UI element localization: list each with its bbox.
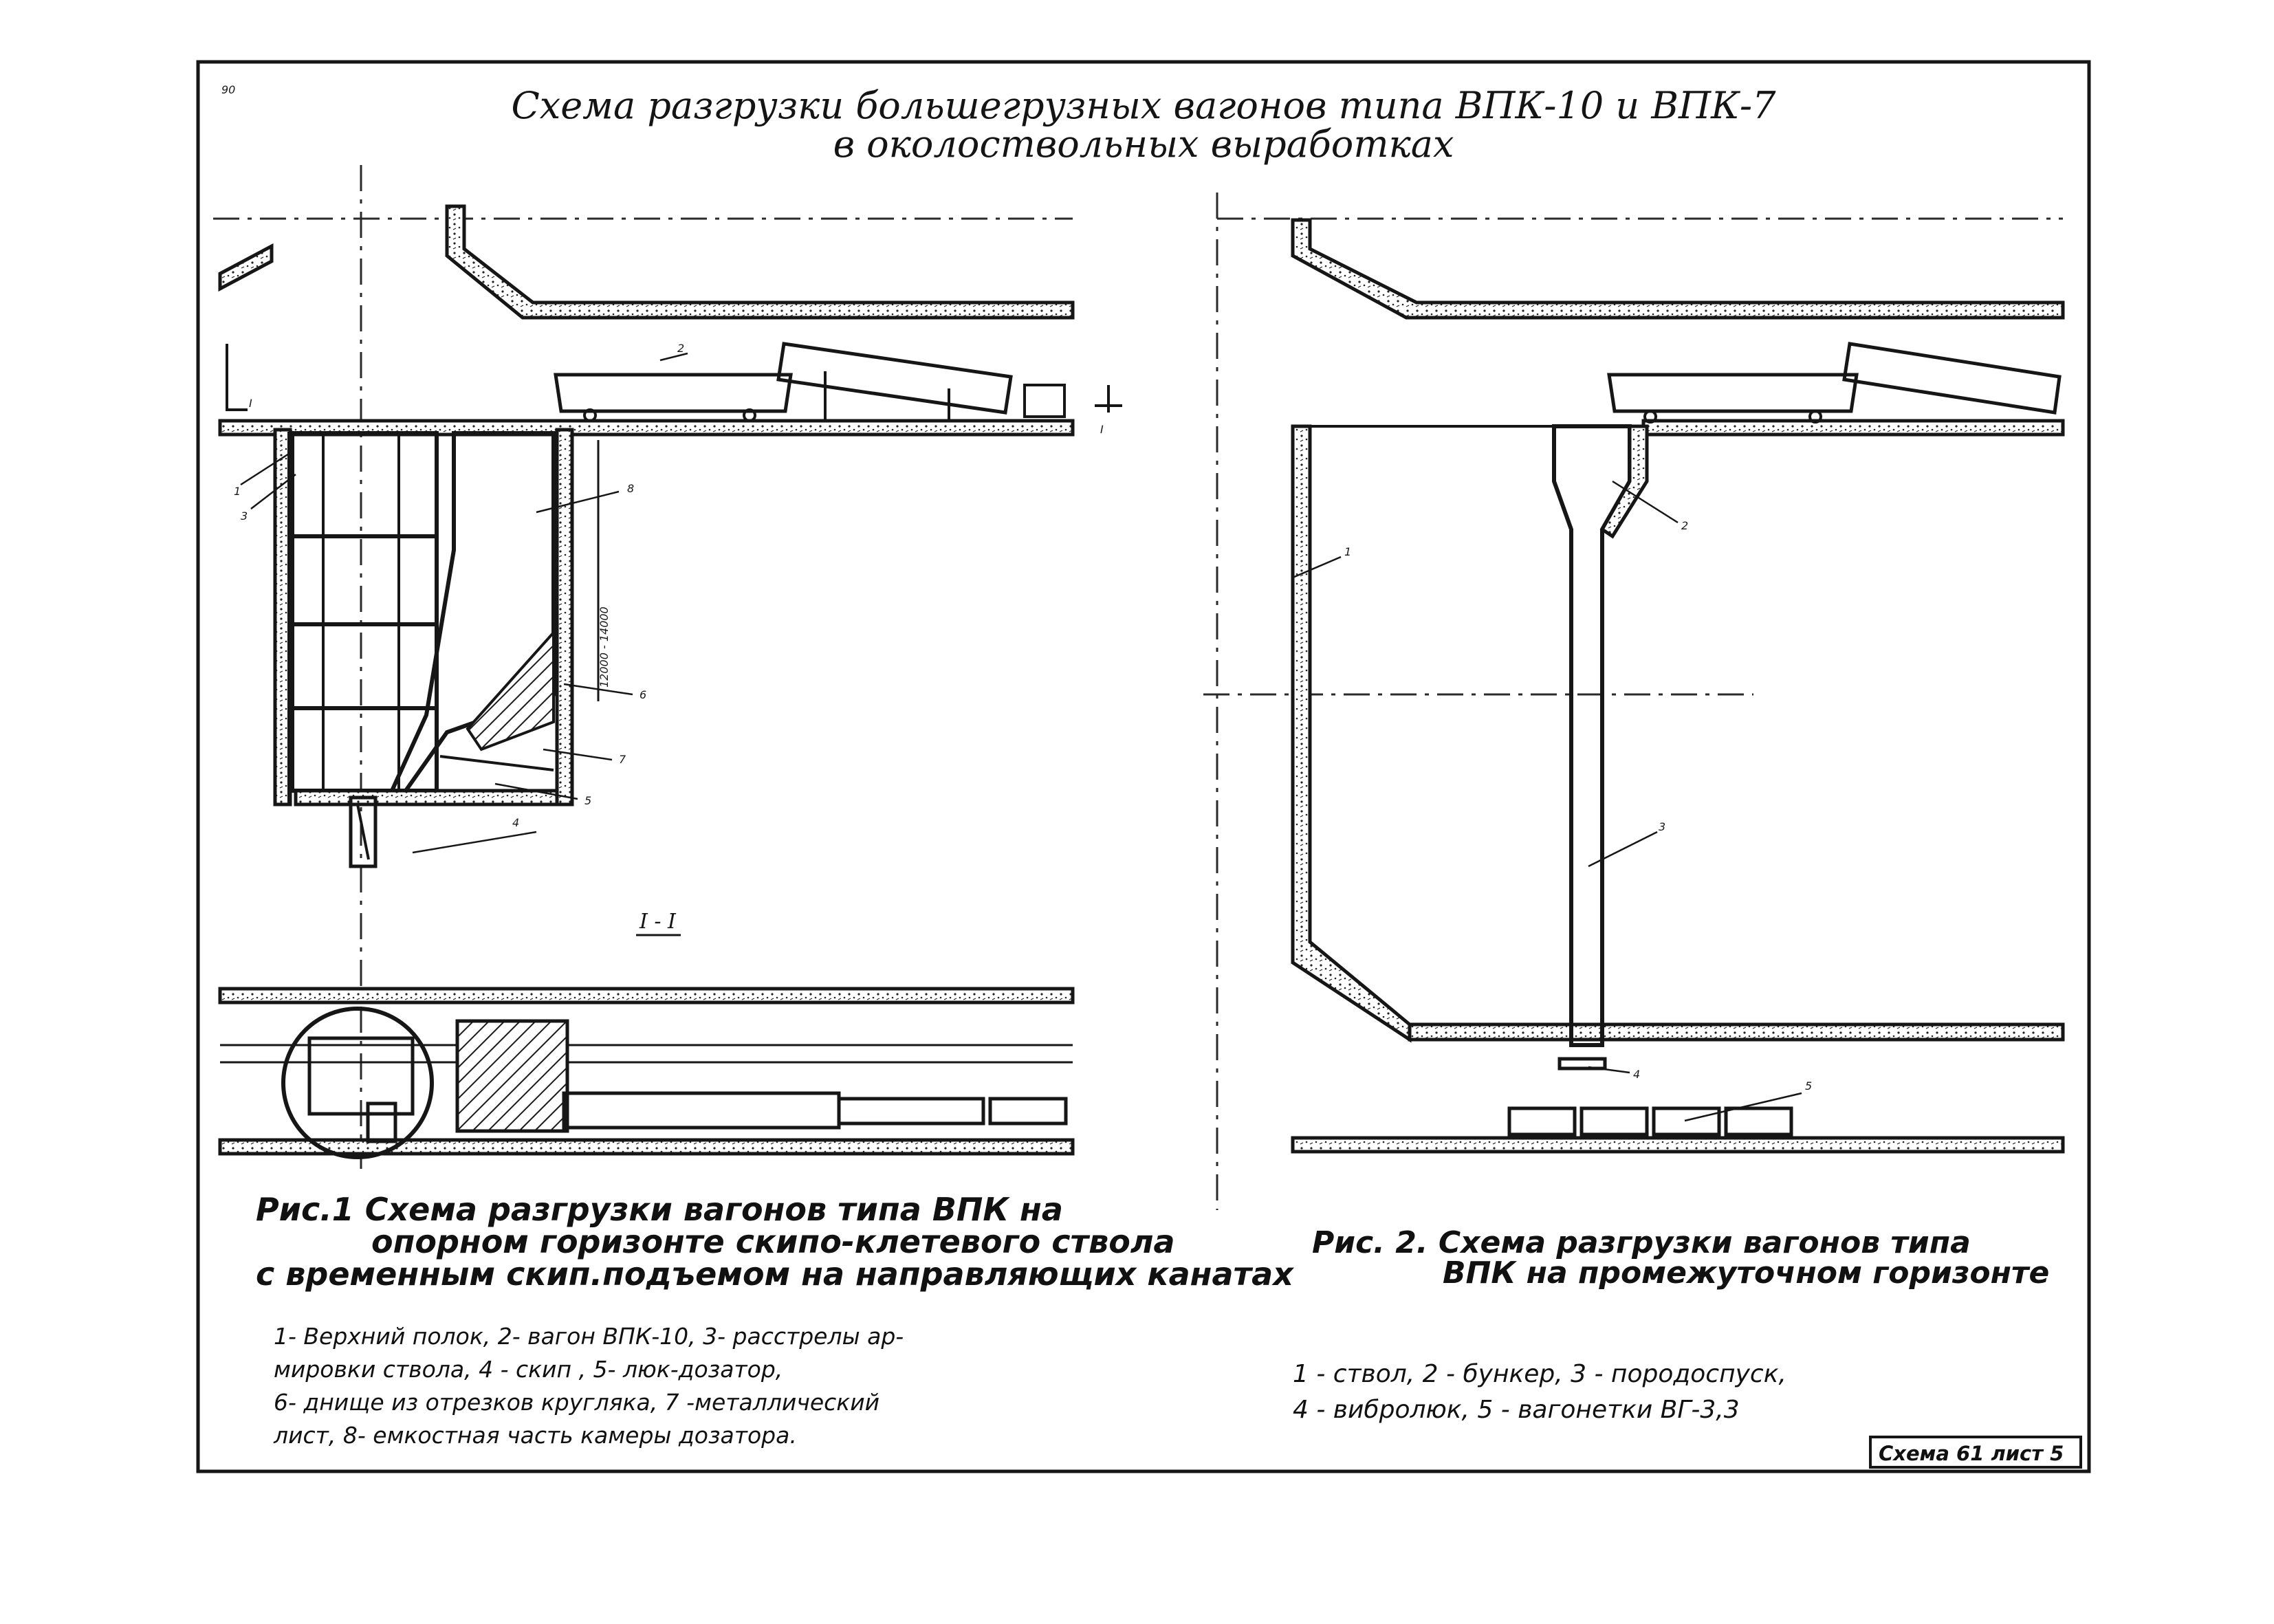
fig2-callout-1: 1 [1344,545,1351,558]
rail-track [220,1044,1073,1064]
fig2-legend: 1 - ствол, 2 - бункер, 3 - породоспуск, … [1293,1360,1786,1424]
fig1-callouts: 2 1 3 8 6 7 5 4 [234,342,688,854]
section-label: I - I [639,910,677,934]
callout-7: 7 [619,753,626,766]
drawing-frame [196,60,2091,1473]
callout-3: 3 [241,509,248,523]
fig1-legend: 1- Верхний полок, 2- вагон ВПК-10, 3- ра… [273,1323,904,1449]
fig1-plan-section: I - I [218,910,1075,1159]
fig1-legend-line2: мировки ствола, 4 - скип , 5- люк-дозато… [274,1356,783,1383]
fig2-legend-line1: 1 - ствол, 2 - бункер, 3 - породоспуск, [1293,1360,1786,1388]
fig1-legend-line4: лист, 8- емкостная часть камеры дозатора… [273,1422,797,1449]
section-mark-right: I [1100,423,1104,436]
sheet-stamp-box [1869,1436,2082,1469]
fig1-legend-line1: 1- Верхний полок, 2- вагон ВПК-10, 3- ра… [274,1323,904,1350]
skip [349,795,378,868]
fig2-elevation: 1 2 3 4 5 [1203,193,2065,1210]
fig1-elevation: I I 12000 - 14000 [213,165,1122,1169]
sheet-title-line2: в околоствольных выработках [833,122,1454,166]
page-number: 90 [221,83,235,96]
section-mark-left: I [249,397,252,410]
chamber-height-dimension: 12000 - 14000 [598,606,611,688]
fig1-legend-line3: 6- днище из отрезков кругляка, 7 -металл… [274,1389,879,1416]
vibro-feeder [1557,1057,1607,1071]
sheet-stamp: Схема 61 лист 5 [1879,1442,2064,1465]
fig2-caption-line2: ВПК на промежуточном горизонте [1443,1255,2049,1291]
fig2-caption-line1: Рис. 2. Схема разгрузки вагонов типа [1312,1225,1971,1260]
fig2-callout-3: 3 [1659,820,1665,833]
fig1-caption-line1: Рис.1 Схема разгрузки вагонов типа ВПК н… [256,1191,1063,1228]
callout-6: 6 [639,688,646,701]
callout-8: 8 [627,482,634,495]
bunker-orepass [1552,424,1649,1047]
callout-5: 5 [584,794,591,807]
wagon-vpk10 [554,373,793,422]
fig1-caption-line3: с временным скип.подъемом на направляющи… [256,1255,1294,1293]
fig2-callout-5: 5 [1805,1079,1812,1093]
fig2-callout-4: 4 [1633,1068,1640,1081]
tipping-wagon [776,342,1013,419]
callout-1: 1 [234,485,241,498]
callout-4: 4 [512,816,519,829]
fig2-callout-2: 2 [1681,519,1688,532]
sheet-title-line1: Схема разгрузки большегрузных вагонов ти… [511,84,1776,127]
callout-2: 2 [677,342,684,355]
fig1-caption-line2: опорном горизонте скипо-клетевого ствола [371,1223,1175,1260]
dosing-chamber [294,431,559,806]
fig2-legend-line2: 4 - вибролюк, 5 - вагонетки ВГ-3,3 [1293,1396,1740,1424]
cars-vg33 [1507,1106,1793,1137]
